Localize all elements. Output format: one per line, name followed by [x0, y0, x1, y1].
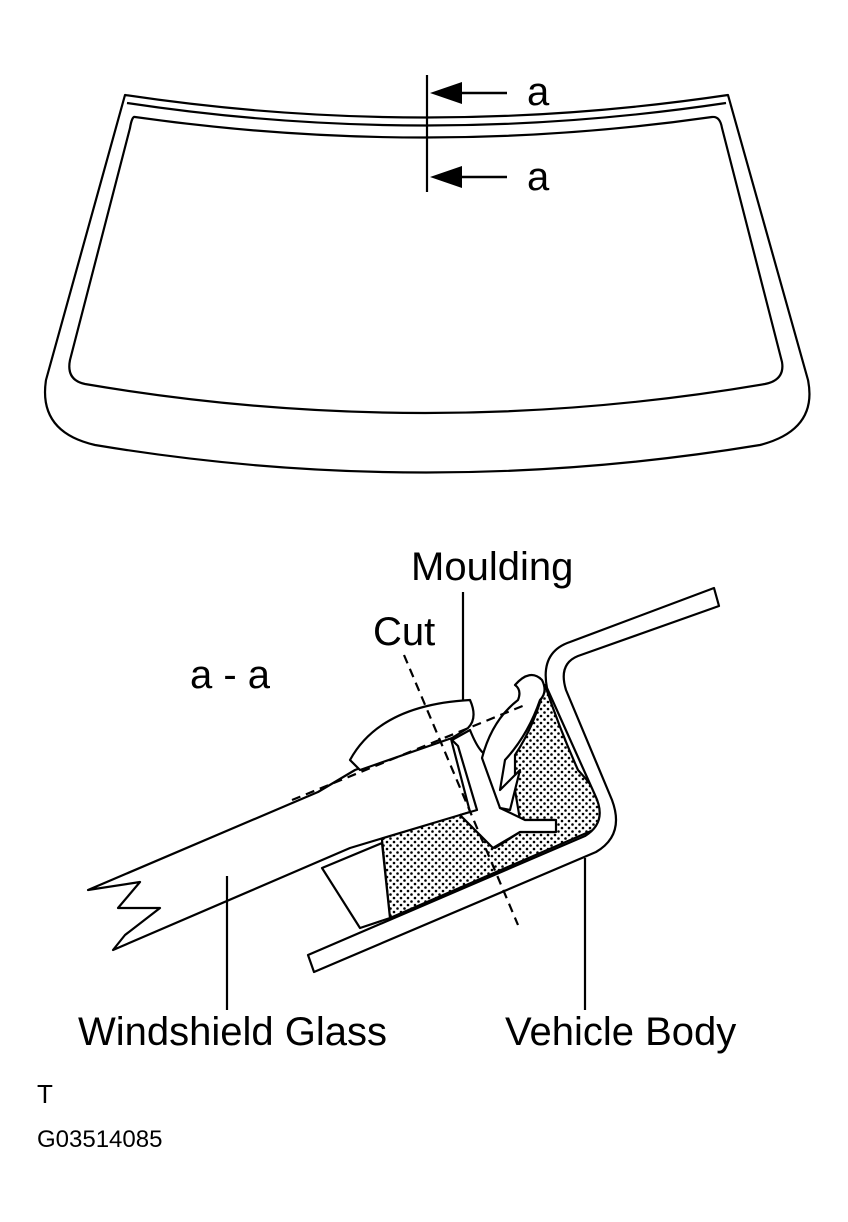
figure-code: G03514085 [37, 1126, 162, 1153]
section-label-top: a [527, 70, 550, 114]
cut-line [291, 654, 526, 926]
dam-block [320, 841, 392, 930]
windshield-front-view [43, 75, 811, 474]
section-arrow-bottom [430, 166, 507, 188]
section-arrow-top [430, 82, 507, 104]
windshield-glass-label: Windshield Glass [78, 1010, 387, 1054]
adhesive [380, 683, 608, 920]
glass-pane [86, 733, 472, 952]
cross-section [86, 586, 721, 974]
vehicle-body-label: Vehicle Body [505, 1010, 736, 1054]
section-label-bottom: a [527, 155, 550, 199]
moulding-strip [126, 101, 727, 127]
leader-lines [225, 592, 587, 1010]
cut-label: Cut [373, 610, 435, 654]
moulding-lip [480, 673, 546, 812]
section-view-label: a - a [190, 653, 271, 697]
windshield-outer-outline [43, 93, 811, 474]
moulding-label: Moulding [411, 545, 573, 589]
vehicle-body-flange [306, 586, 721, 974]
windshield-inner-outline [68, 115, 784, 415]
moulding-head [348, 698, 475, 772]
footer-mark: T [37, 1079, 53, 1109]
